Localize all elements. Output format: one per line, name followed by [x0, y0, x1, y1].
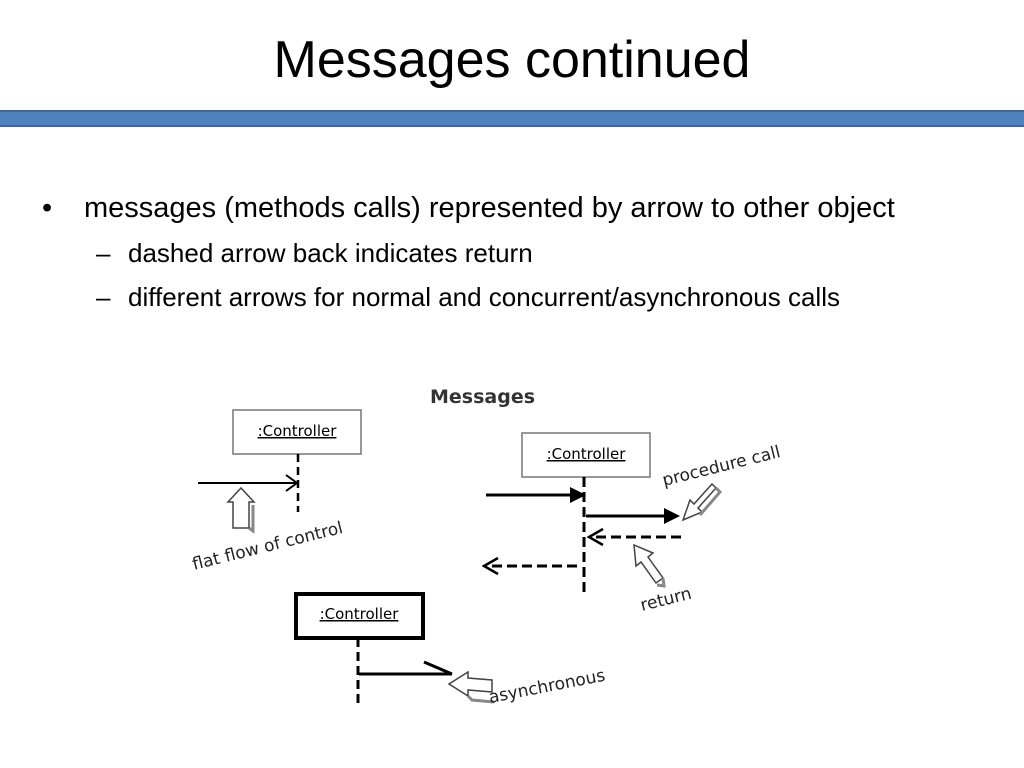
- annotation-return: return: [638, 584, 693, 616]
- object-label: :Controller: [320, 605, 400, 623]
- dash-icon: –: [96, 282, 111, 312]
- slide-title: Messages continued: [273, 31, 751, 89]
- bullet-dot-icon: •: [42, 192, 53, 224]
- controller-object-flat: :Controller flat flow of control: [190, 409, 362, 575]
- annotation-asynchronous: asynchronous: [487, 666, 607, 708]
- open-arrowhead-icon: [586, 527, 604, 547]
- title-divider-bar: [0, 110, 1024, 127]
- bullet-list: • messages (methods calls) represented b…: [40, 188, 1000, 315]
- open-arrowhead-icon: [285, 474, 299, 492]
- object-label: :Controller: [258, 422, 338, 440]
- bullet-item: • messages (methods calls) represented b…: [40, 188, 1000, 228]
- bullet-text: messages (methods calls) represented by …: [84, 192, 895, 224]
- sub-bullet-item: – dashed arrow back indicates return: [40, 235, 1000, 271]
- annotation-procedure-call: procedure call: [660, 442, 782, 491]
- diagram-heading: Messages: [430, 386, 535, 408]
- object-label: :Controller: [547, 445, 627, 463]
- controller-object-procedure: :Controller procedure call return: [481, 432, 782, 616]
- sub-bullet-text: dashed arrow back indicates return: [128, 238, 533, 268]
- sub-bullet-item: – different arrows for normal and concur…: [40, 279, 1000, 315]
- solid-arrowhead-icon: [664, 508, 680, 524]
- pointer-arrow-icon: [447, 670, 493, 698]
- pointer-arrow-icon: [681, 482, 718, 522]
- solid-arrowhead-icon: [570, 487, 586, 503]
- half-arrowhead-icon: [423, 660, 453, 676]
- open-arrowhead-icon: [481, 556, 499, 576]
- up-pointer-arrow-icon: [226, 486, 256, 529]
- sub-bullet-text: different arrows for normal and concurre…: [128, 282, 840, 312]
- controller-object-async: :Controller asynchronous: [294, 592, 607, 708]
- pointer-arrow-icon: [633, 543, 665, 585]
- annotation-flat: flat flow of control: [190, 518, 345, 575]
- dash-icon: –: [96, 238, 111, 268]
